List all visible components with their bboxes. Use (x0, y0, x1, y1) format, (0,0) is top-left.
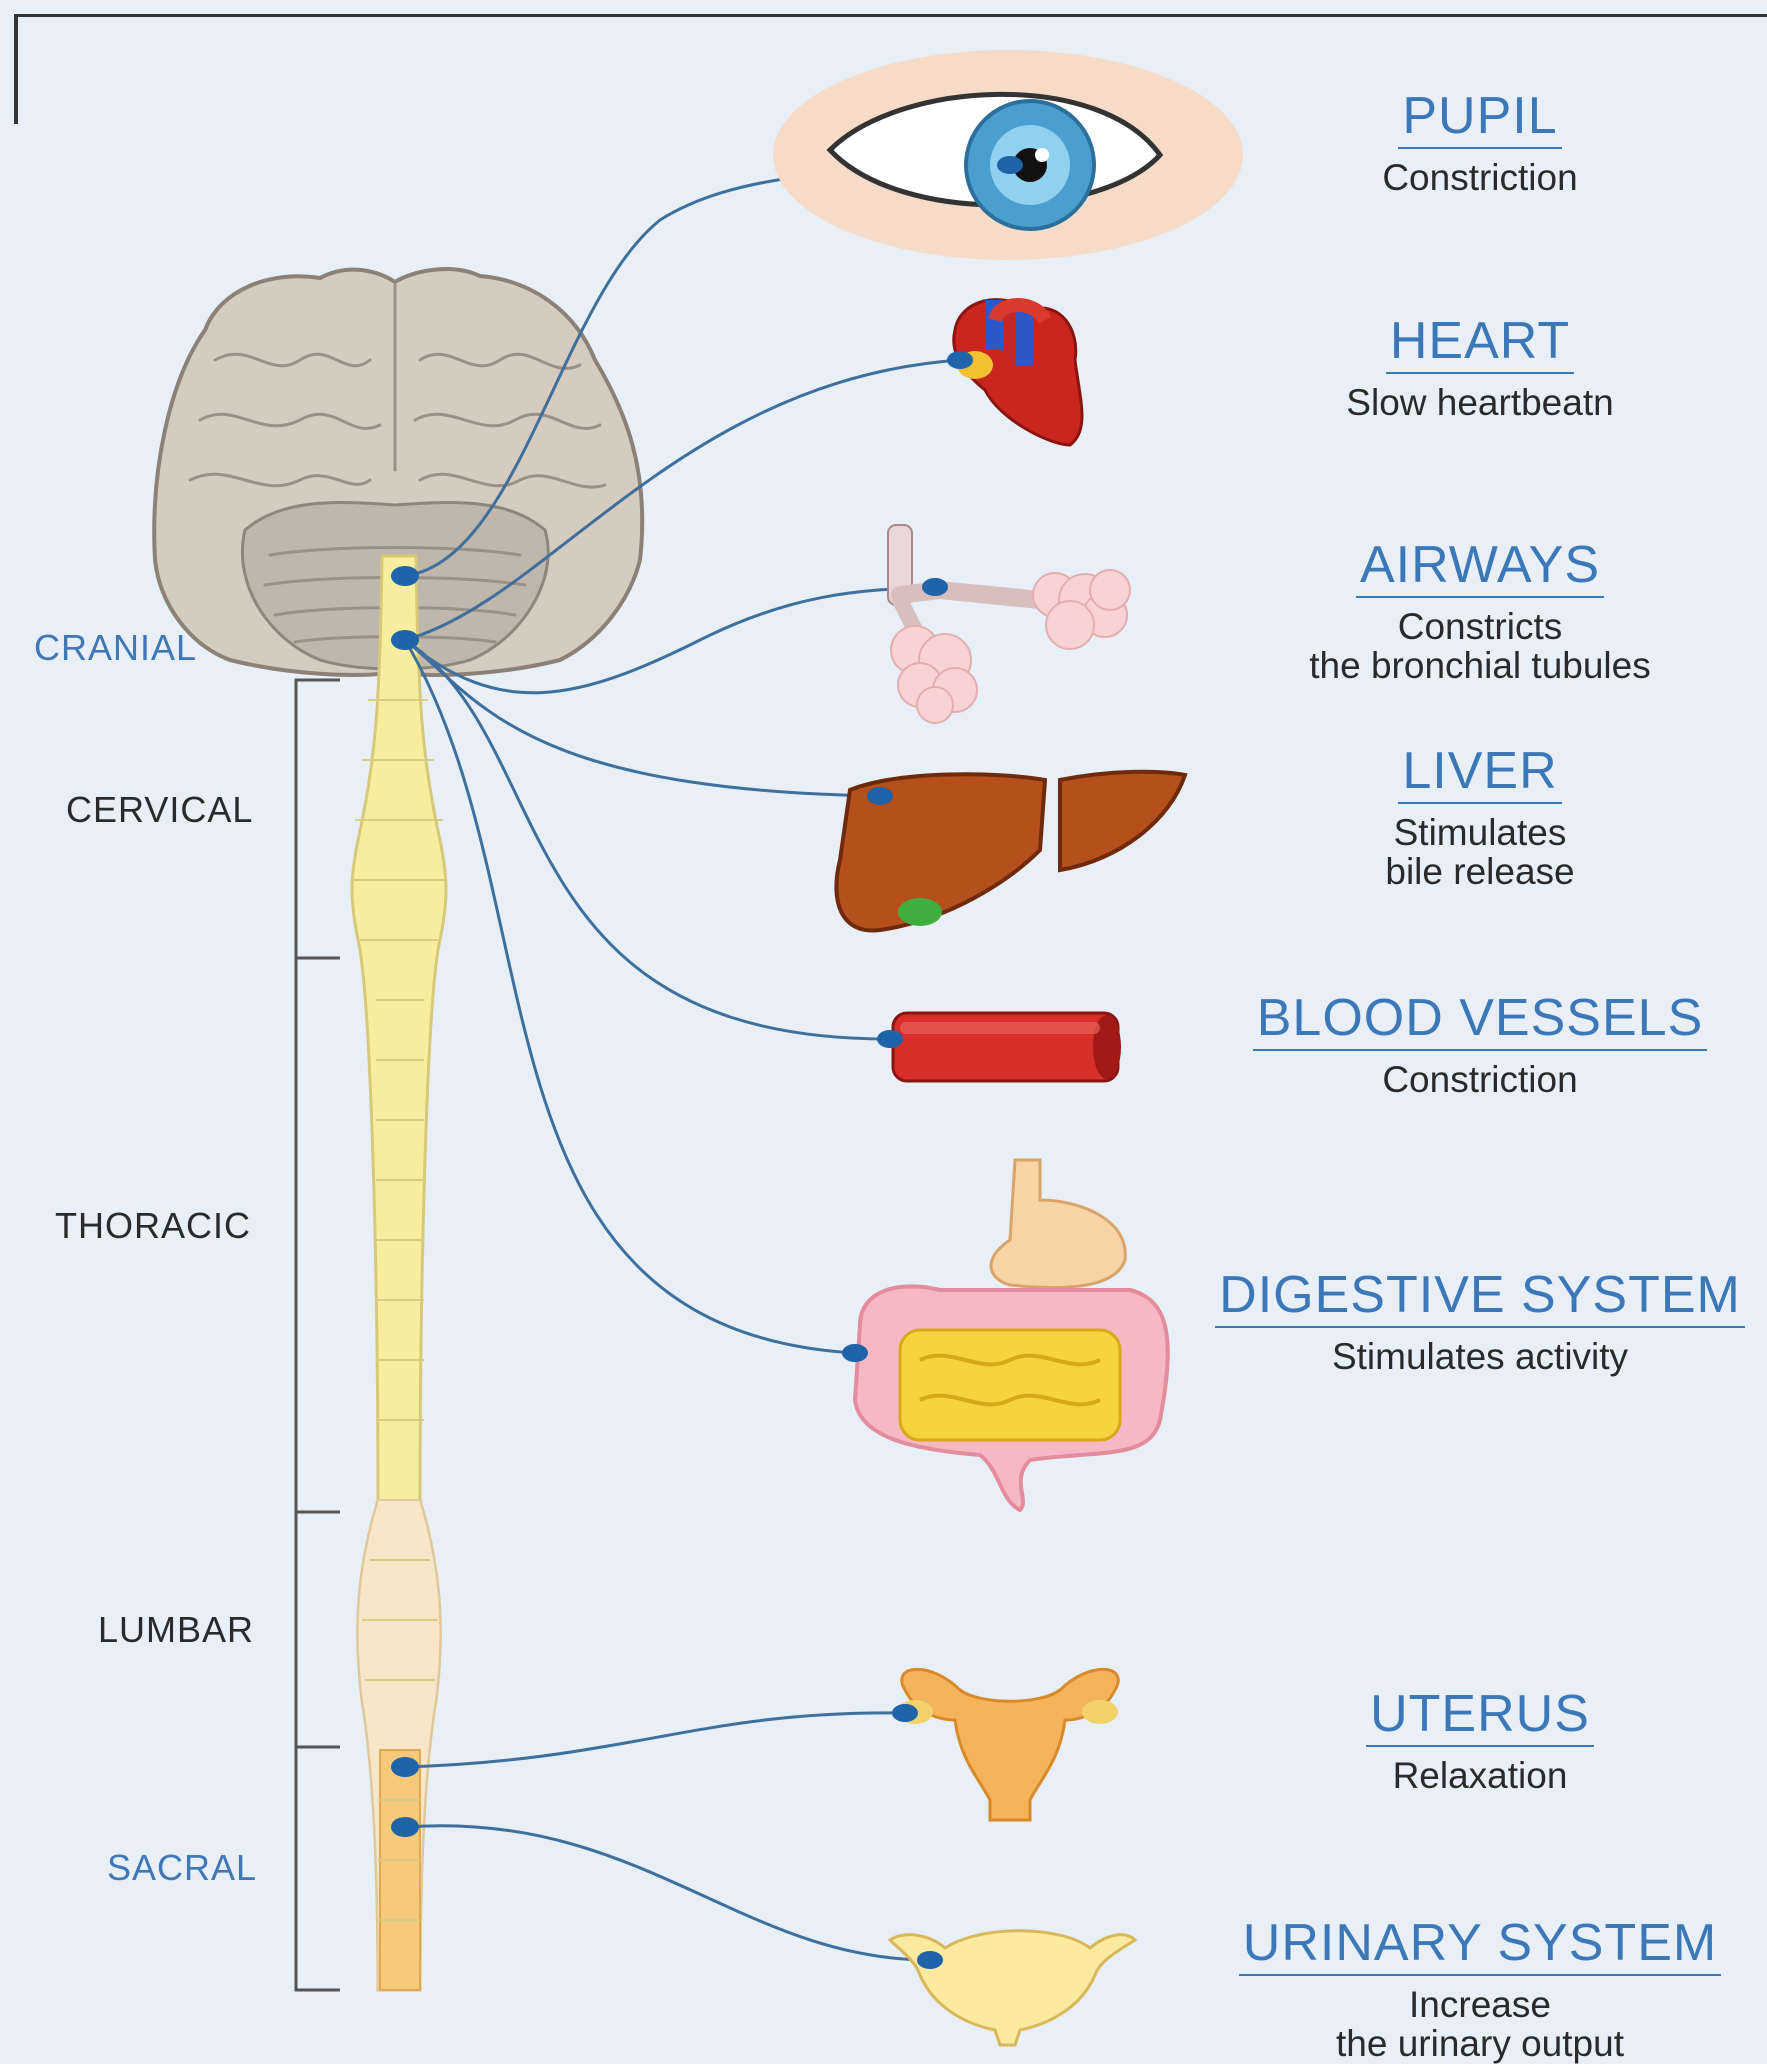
region-label-lumbar: LUMBAR (98, 1609, 254, 1651)
organ-effect-line: Constriction (1220, 1061, 1740, 1098)
node-sacral-lower (391, 1817, 419, 1837)
organ-effect-line: Constriction (1280, 159, 1680, 196)
organ-title: LIVER (1398, 743, 1561, 804)
heart-illustration (954, 300, 1082, 445)
organ-label-uterus: UTERUS Relaxation (1280, 1686, 1680, 1794)
organ-effect-line: Stimulates activity (1195, 1338, 1765, 1375)
region-label-cervical: CERVICAL (66, 789, 253, 831)
nerve-to-urinary (405, 1826, 930, 1960)
organ-effect-line: Stimulates (1280, 814, 1680, 851)
region-label-cranial: CRANIAL (34, 627, 197, 669)
node-cranial-upper (391, 566, 419, 586)
uterus-illustration (897, 1669, 1118, 1820)
node-urinary (917, 1951, 943, 1969)
node-digestive (842, 1344, 868, 1362)
node-sacral-upper (391, 1757, 419, 1777)
organ-effect-line: Relaxation (1280, 1757, 1680, 1794)
node-pupil (997, 156, 1023, 174)
node-uterus (892, 1704, 918, 1722)
blood-vessel-illustration (893, 1013, 1121, 1081)
organ-effect-line: the urinary output (1205, 2025, 1755, 2062)
region-label-thoracic: THORACIC (55, 1205, 251, 1247)
organ-title: AIRWAYS (1356, 537, 1604, 598)
nerve-to-uterus (405, 1713, 905, 1767)
organ-label-urinary: URINARY SYSTEM Increase the urinary outp… (1205, 1915, 1755, 2062)
organ-effect-line: Constricts (1260, 608, 1700, 645)
organ-title: UTERUS (1366, 1686, 1594, 1747)
eye-illustration (773, 50, 1243, 260)
organ-label-airways: AIRWAYS Constricts the bronchial tubules (1260, 537, 1700, 684)
organ-effect-line: Slow heartbeatn (1280, 384, 1680, 421)
region-label-sacral: SACRAL (107, 1847, 257, 1889)
organ-label-heart: HEART Slow heartbeatn (1280, 313, 1680, 421)
organ-title: BLOOD VESSELS (1253, 990, 1708, 1051)
digestive-illustration (855, 1160, 1168, 1510)
organ-label-liver: LIVER Stimulates bile release (1280, 743, 1680, 890)
organ-effect-line: Increase (1205, 1986, 1755, 2023)
region-bracket (296, 680, 340, 1990)
organ-effect-line: bile release (1280, 853, 1680, 890)
organ-label-digestive: DIGESTIVE SYSTEM Stimulates activity (1195, 1267, 1765, 1375)
organ-label-blood-vessels: BLOOD VESSELS Constriction (1220, 990, 1740, 1098)
node-cranial-lower (391, 630, 419, 650)
organ-title: URINARY SYSTEM (1239, 1915, 1721, 1976)
airways-illustration (888, 525, 1130, 723)
organ-title: HEART (1386, 313, 1574, 374)
node-heart (947, 351, 973, 369)
nerve-to-blood-vessels (405, 640, 890, 1039)
node-airways (922, 578, 948, 596)
organ-title: PUPIL (1398, 88, 1561, 149)
nerve-to-digestive (405, 640, 855, 1353)
organ-effect-line: the bronchial tubules (1260, 647, 1700, 684)
organ-label-pupil: PUPIL Constriction (1280, 88, 1680, 196)
node-blood-vessels (877, 1030, 903, 1048)
organ-title: DIGESTIVE SYSTEM (1215, 1267, 1745, 1328)
urinary-bladder-illustration (890, 1931, 1135, 2045)
node-liver (867, 787, 893, 805)
